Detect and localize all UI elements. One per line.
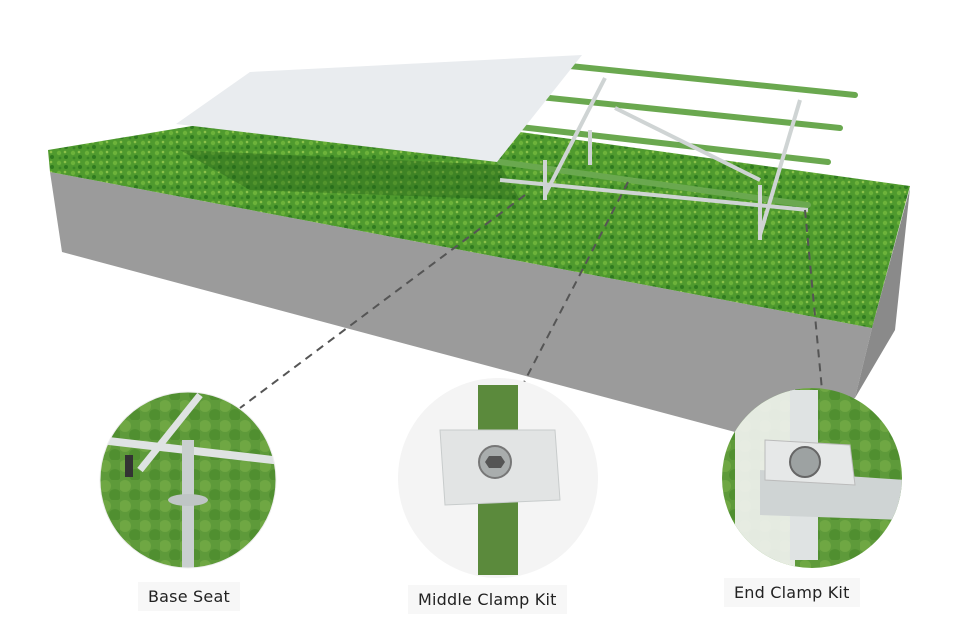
ground-block bbox=[48, 118, 910, 432]
grass-top bbox=[48, 118, 910, 328]
label-end-clamp-kit: End Clamp Kit bbox=[724, 578, 860, 607]
beam bbox=[543, 77, 607, 196]
leader-line-middle-clamp bbox=[519, 181, 629, 391]
end-clamp-detail bbox=[722, 388, 902, 568]
rail bbox=[517, 124, 831, 165]
leader-line-base-seat bbox=[239, 194, 526, 409]
soil-right-face bbox=[855, 188, 910, 398]
leader-line-end-clamp bbox=[804, 209, 823, 391]
panel-shadow bbox=[180, 150, 520, 200]
base-seat-detail bbox=[100, 392, 276, 568]
support-frame bbox=[499, 77, 809, 240]
soil-front-face bbox=[50, 172, 872, 432]
rail bbox=[497, 159, 811, 208]
leader-lines bbox=[239, 181, 823, 409]
array-frame bbox=[176, 55, 582, 162]
rail bbox=[537, 94, 843, 131]
label-base-seat: Base Seat bbox=[138, 582, 240, 611]
beam bbox=[499, 178, 809, 212]
rail bbox=[557, 62, 858, 98]
solar-panel-array bbox=[176, 55, 582, 162]
middle-clamp-detail bbox=[398, 378, 598, 578]
brace bbox=[614, 106, 761, 182]
label-middle-clamp-kit: Middle Clamp Kit bbox=[408, 585, 567, 614]
mounting-rails bbox=[497, 62, 858, 208]
beam bbox=[758, 99, 802, 236]
